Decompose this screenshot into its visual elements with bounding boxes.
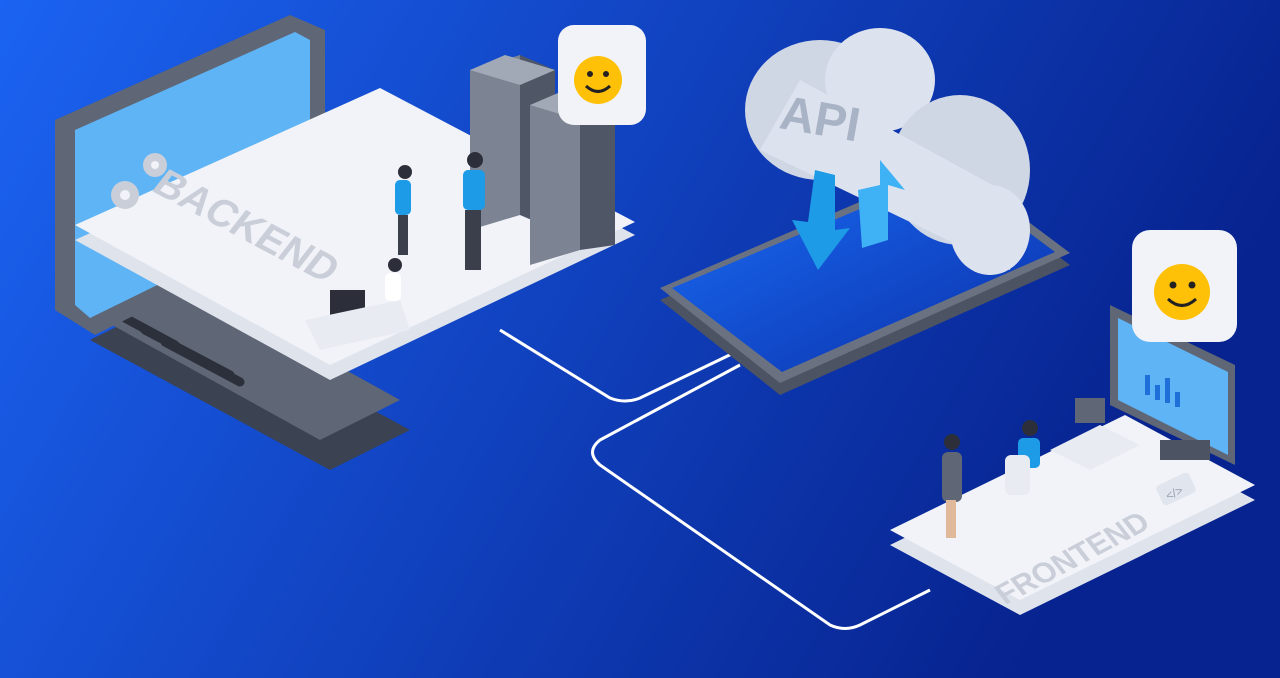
people-backend <box>305 152 485 350</box>
frontend-monitor <box>1110 305 1235 465</box>
smiley-bubble-frontend <box>1132 230 1237 342</box>
code-icon: </> <box>1156 472 1196 506</box>
frontend-platform: FRONTEND </> <box>890 415 1255 615</box>
arrow-down-icon <box>792 170 850 270</box>
smiley-icon <box>574 56 622 104</box>
people-frontend <box>942 398 1140 538</box>
gear-icon <box>111 153 167 209</box>
svg-text:</>: </> <box>1163 483 1185 503</box>
smiley-bubble-backend <box>558 25 646 125</box>
arrow-up-icon <box>858 160 905 248</box>
connection-lines <box>499 328 931 630</box>
api-cloud: API <box>745 28 1030 275</box>
server-racks <box>470 55 615 265</box>
smiley-icon <box>1154 264 1210 320</box>
